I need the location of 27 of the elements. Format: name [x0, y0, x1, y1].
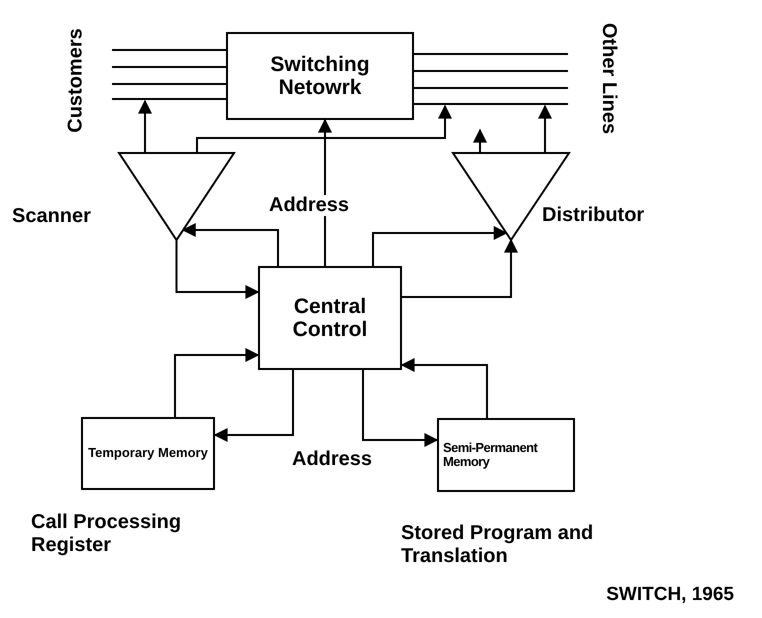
arrow: [182, 223, 279, 266]
arrow: [176, 240, 260, 299]
arrow: [402, 238, 518, 298]
text-label: Address: [292, 448, 372, 470]
text-label: Other Lines: [598, 22, 619, 134]
arrow: [372, 226, 508, 266]
text-label: Customers: [66, 28, 87, 132]
edge-label: Address: [267, 195, 352, 216]
arrow: [174, 348, 260, 417]
arrow: [196, 104, 452, 152]
process-box: [258, 266, 402, 370]
box-label: Switching Netowrk: [269, 52, 371, 100]
arrow: [362, 370, 438, 447]
arrow: [473, 128, 487, 152]
box-label: Temporary Memory: [87, 446, 209, 461]
unit-label: Distributor: [542, 205, 644, 226]
caption-text: SWITCH, 1965: [606, 585, 734, 605]
caption-text: Stored Program and Translation: [401, 522, 594, 568]
box-label: Central Control: [292, 294, 368, 342]
process-box: [226, 32, 414, 120]
box-label: Semi-Permanent Memory: [443, 440, 539, 470]
arrow: [138, 100, 152, 152]
arrow: [214, 370, 294, 442]
caption-text: Call Processing Register: [31, 511, 182, 557]
arrow: [400, 358, 488, 418]
unit-label: Scanner: [12, 206, 91, 227]
arrow: [538, 104, 552, 152]
